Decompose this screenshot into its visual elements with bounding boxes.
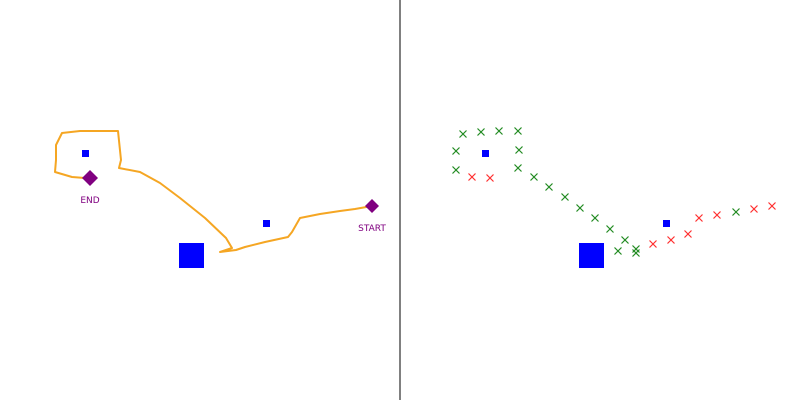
sample-x-stroke xyxy=(713,211,721,219)
small-target-square-right xyxy=(663,220,670,227)
sample-x-stroke xyxy=(477,128,485,136)
start-label: START xyxy=(358,224,386,234)
sample-x-mark xyxy=(576,204,584,212)
sample-x-stroke xyxy=(515,146,523,154)
small-target-square-upper-left xyxy=(82,150,89,157)
sample-x-stroke xyxy=(459,130,467,138)
cursor-trajectory-path xyxy=(54,130,373,253)
sample-x-stroke xyxy=(684,230,692,238)
end-marker-diamond xyxy=(82,170,98,186)
end-label: END xyxy=(80,196,99,206)
sample-x-stroke xyxy=(576,204,584,212)
sample-x-stroke xyxy=(750,205,758,213)
sample-x-mark xyxy=(632,249,640,257)
sample-x-mark xyxy=(667,236,675,244)
small-target-square-upper-left xyxy=(482,150,489,157)
sample-x-stroke xyxy=(514,127,522,135)
sample-x-stroke xyxy=(514,164,522,172)
sample-x-mark xyxy=(477,128,485,136)
sample-x-mark xyxy=(695,214,703,222)
left-panel-path-view: START END xyxy=(54,130,386,268)
large-target-square xyxy=(179,243,204,268)
sample-x-mark xyxy=(515,146,523,154)
small-target-square-right xyxy=(263,220,270,227)
sample-x-stroke xyxy=(649,240,657,248)
sample-x-stroke xyxy=(561,193,569,201)
sample-x-mark xyxy=(514,127,522,135)
sample-x-stroke xyxy=(530,173,538,181)
sample-x-mark xyxy=(614,247,622,255)
sample-x-stroke xyxy=(452,147,460,155)
sample-x-mark xyxy=(750,205,758,213)
sample-x-mark xyxy=(606,225,614,233)
sample-x-mark xyxy=(732,208,740,216)
sample-x-mark xyxy=(514,164,522,172)
sample-x-mark xyxy=(621,236,629,244)
sample-x-mark xyxy=(768,202,776,210)
sample-x-mark xyxy=(561,193,569,201)
sample-x-stroke xyxy=(468,173,476,181)
sample-x-mark xyxy=(495,127,503,135)
sample-x-stroke xyxy=(621,236,629,244)
sample-x-stroke xyxy=(545,183,553,191)
sample-x-stroke xyxy=(695,214,703,222)
sample-x-stroke xyxy=(486,174,494,182)
sample-x-stroke xyxy=(591,214,599,222)
sample-x-stroke xyxy=(632,249,640,257)
sample-x-mark xyxy=(713,211,721,219)
sample-point-marks xyxy=(452,127,776,257)
start-marker-diamond xyxy=(365,199,379,213)
sample-x-mark xyxy=(530,173,538,181)
sample-x-stroke xyxy=(614,247,622,255)
sample-x-stroke xyxy=(452,166,460,174)
sample-x-stroke xyxy=(495,127,503,135)
sample-x-stroke xyxy=(606,225,614,233)
sample-x-mark xyxy=(452,147,460,155)
sample-x-mark xyxy=(684,230,692,238)
sample-x-mark xyxy=(545,183,553,191)
sample-x-mark xyxy=(649,240,657,248)
sample-x-stroke xyxy=(732,208,740,216)
sample-x-stroke xyxy=(667,236,675,244)
sample-x-mark xyxy=(486,174,494,182)
large-target-square xyxy=(579,243,604,268)
sample-x-mark xyxy=(591,214,599,222)
sample-x-mark xyxy=(468,173,476,181)
right-panel-sample-view xyxy=(452,127,776,268)
sample-x-mark xyxy=(459,130,467,138)
sample-x-mark xyxy=(452,166,460,174)
sample-x-stroke xyxy=(768,202,776,210)
